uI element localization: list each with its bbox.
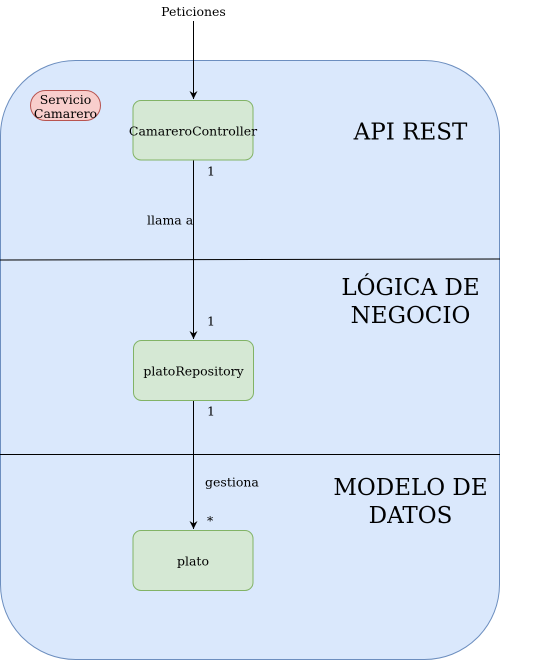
manages-source-multiplicity: 1 <box>207 404 215 419</box>
service-badge-line2: Camarero <box>34 106 97 121</box>
layer-divider-api-logic <box>0 258 501 261</box>
service-badge-line1: Servicio <box>40 92 92 107</box>
node-repository-label: platoRepository <box>143 364 244 379</box>
service-badge[interactable] <box>30 90 101 121</box>
node-entity[interactable] <box>132 530 254 591</box>
node-entity-label: plato <box>177 554 209 569</box>
layer-title-api: API REST <box>353 120 468 146</box>
calls-source-multiplicity: 1 <box>207 164 215 179</box>
layer-title-model-line1: MODELO DE <box>333 475 487 501</box>
node-controller-label: CamareroController <box>129 124 257 139</box>
layer-title-model-line2: DATOS <box>369 503 453 529</box>
node-repository[interactable] <box>133 340 254 401</box>
layer-title-logic-line1: LÓGICA DE <box>341 274 479 301</box>
manages-edge-label: gestiona <box>205 475 259 490</box>
layer-title-logic-line2: NEGOCIO <box>351 303 471 329</box>
entry-label: Peticiones <box>161 4 226 19</box>
node-controller[interactable] <box>132 100 254 161</box>
calls-edge-label: llama a <box>147 213 194 228</box>
manages-target-multiplicity: * <box>207 513 214 528</box>
calls-target-multiplicity: 1 <box>207 314 215 329</box>
